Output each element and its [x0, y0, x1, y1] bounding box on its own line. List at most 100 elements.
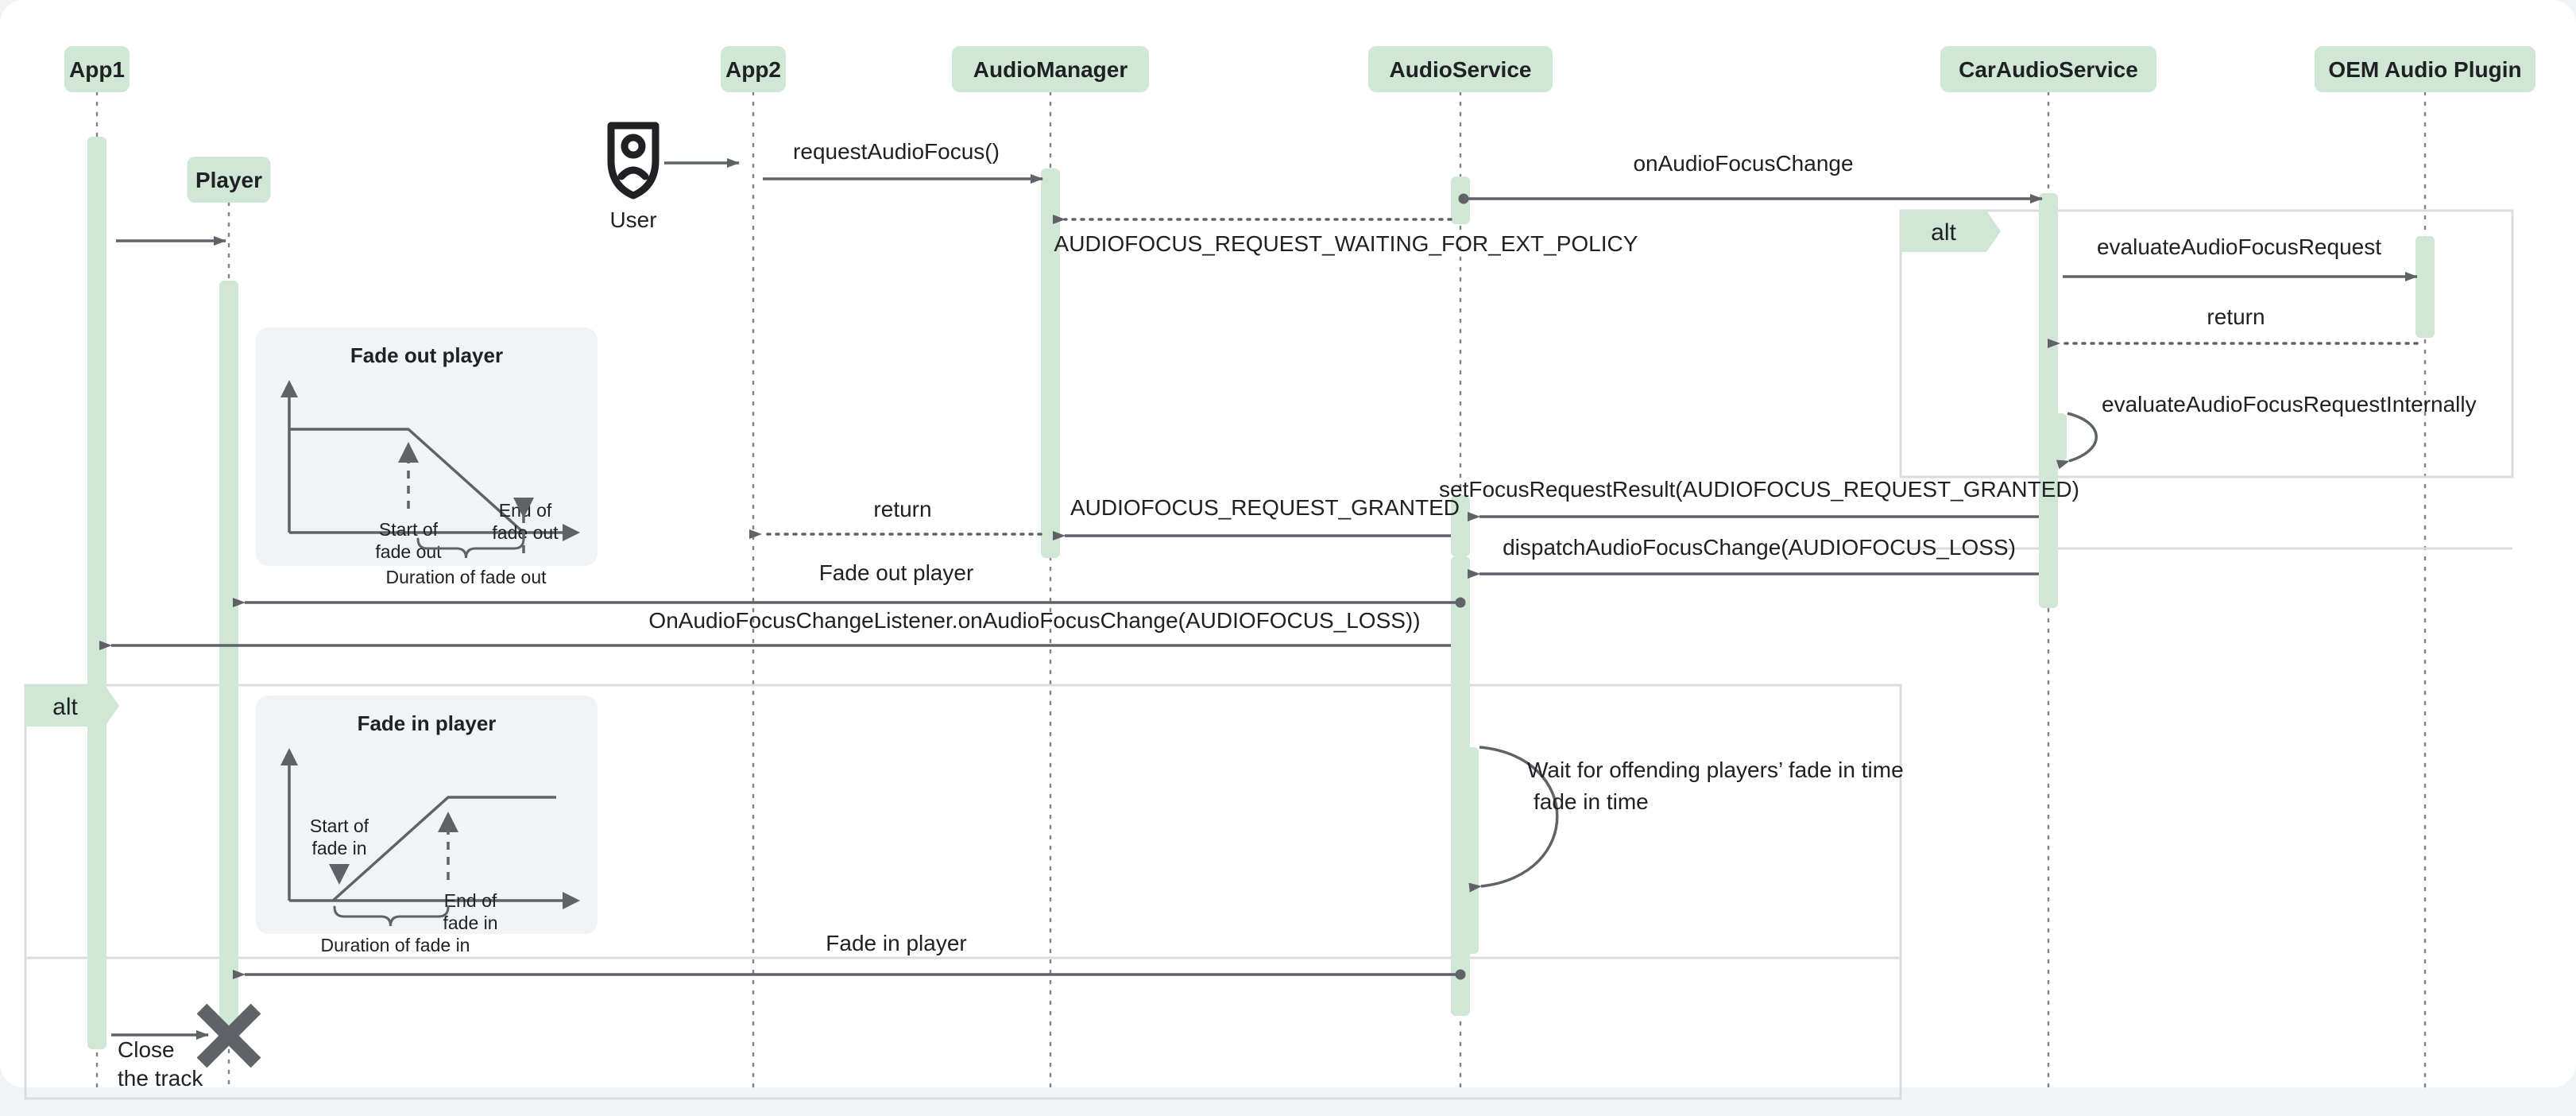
message-m-close: Close the track	[111, 1030, 209, 1091]
activation-bar-act-as-1	[1451, 176, 1470, 224]
participant-box-cas[interactable]	[1940, 46, 2156, 92]
message-m-eval: evaluateAudioFocusRequest	[2063, 234, 2418, 281]
inset-end-label-2: fade out	[492, 522, 559, 543]
message-label: Wait for offending players’ fade in time	[1527, 758, 1904, 782]
participant-oem[interactable]: OEM Audio Plugin	[2315, 46, 2535, 92]
user-shield-icon	[607, 122, 659, 200]
participant-cas[interactable]: CarAudioService	[1940, 46, 2156, 92]
message-label-line2: the track	[118, 1066, 203, 1091]
message-label: OnAudioFocusChangeListener.onAudioFocusC…	[648, 608, 1420, 633]
message-m-eval-ret: return	[2048, 304, 2419, 348]
participant-box-as[interactable]	[1368, 46, 1553, 92]
actor-label-user: User	[609, 207, 656, 232]
message-label: onAudioFocusChange	[1633, 151, 1853, 176]
message-label: AUDIOFOCUS_REQUEST_WAITING_FOR_EXT_POLIC…	[1054, 231, 1638, 256]
message-m-return-am: return	[749, 497, 1042, 539]
inset-title: Fade out player	[350, 343, 503, 367]
activation-bar-act-cas-self	[2049, 413, 2067, 461]
message-m-setresult: setFocusRequestResult(AUDIOFOCUS_REQUEST…	[1439, 477, 2079, 521]
participant-app1[interactable]: App1	[64, 46, 130, 92]
message-label: AUDIOFOCUS_REQUEST_GRANTED	[1070, 495, 1460, 520]
inset-end-label-2: fade in	[443, 913, 497, 933]
fragment-border	[24, 684, 1902, 1100]
inset-start-arrow	[398, 442, 419, 463]
participant-as[interactable]: AudioService	[1368, 46, 1553, 92]
inset-duration-label: Duration of fade in	[321, 935, 470, 955]
fragment-border	[1899, 209, 2514, 479]
participant-box-app1[interactable]	[64, 46, 130, 92]
message-m-fadein: Fade in player	[233, 931, 1466, 980]
activation-bar-act-app1	[87, 137, 106, 1049]
participant-player[interactable]: Player	[187, 157, 271, 203]
message-self-arrow	[1468, 746, 1559, 893]
inset-duration-brace	[416, 537, 525, 559]
destroy-marker-destroy-player	[196, 1003, 261, 1068]
inset-start-label-2: fade out	[375, 541, 442, 562]
participant-app2[interactable]: App2	[721, 46, 786, 92]
participant-box-oem[interactable]	[2315, 46, 2535, 92]
message-m-granted: AUDIOFOCUS_REQUEST_GRANTED	[1053, 495, 1460, 541]
participant-box-am[interactable]	[952, 46, 1149, 92]
activation-bar-act-oem	[2415, 236, 2435, 338]
participant-box-app2[interactable]	[721, 46, 786, 92]
inset-start-arrow	[329, 864, 350, 885]
activation-bar-act-am	[1041, 169, 1060, 558]
participant-label-oem: OEM Audio Plugin	[2328, 57, 2521, 82]
message-m-listener: OnAudioFocusChangeListener.onAudioFocusC…	[99, 608, 1451, 650]
inset-end-arrow	[438, 812, 458, 832]
participant-label-cas: CarAudioService	[1959, 57, 2138, 82]
inset-fade-curve	[331, 796, 556, 902]
message-label: setFocusRequestResult(AUDIOFOCUS_REQUEST…	[1439, 477, 2079, 502]
activation-bar-act-as-2	[1451, 495, 1470, 556]
participant-label-player: Player	[195, 168, 262, 192]
actor-user: User	[607, 122, 659, 232]
message-label: return	[2207, 304, 2265, 329]
message-label: Fade out player	[819, 560, 974, 585]
inset-title: Fade in player	[358, 711, 497, 735]
message-label-line2: fade in time	[1534, 789, 1649, 814]
inset-y-axis-arrow	[280, 380, 298, 397]
fragment-operator-tab	[1901, 211, 2001, 252]
inset-start-label-1: Start of	[310, 816, 369, 836]
inset-y-axis-arrow	[280, 748, 298, 765]
user-head-icon	[621, 134, 646, 159]
inset-x-axis-arrow	[563, 524, 580, 541]
participant-box-player[interactable]	[187, 157, 271, 203]
fragment-operator-label: alt	[52, 694, 78, 720]
message-m-waiting: AUDIOFOCUS_REQUEST_WAITING_FOR_EXT_POLIC…	[1053, 215, 1638, 256]
destroy-x-icon	[196, 1003, 261, 1068]
activation-bar-act-cas	[2039, 193, 2058, 608]
fragment-operator-label: alt	[1931, 219, 1956, 246]
participant-label-app1: App1	[69, 57, 125, 82]
message-label: dispatchAudioFocusChange(AUDIOFOCUS_LOSS…	[1503, 535, 2016, 560]
inset-end-label-1: End of	[444, 890, 497, 911]
participant-label-as: AudioService	[1390, 57, 1532, 82]
message-m-fadeout: Fade out player	[233, 560, 1466, 608]
message-m-onfocus: onAudioFocusChange	[1458, 151, 2043, 204]
diagram-surface	[0, 0, 2576, 1087]
message-m-req-focus: requestAudioFocus()	[763, 139, 1043, 184]
message-label: evaluateAudioFocusRequestInternally	[2102, 392, 2477, 417]
participant-label-app2: App2	[725, 57, 781, 82]
message-label: Close	[118, 1037, 175, 1062]
inset-start-label-2: fade in	[311, 838, 366, 858]
message-m-dispatch: dispatchAudioFocusChange(AUDIOFOCUS_LOSS…	[1468, 535, 2039, 579]
inset-end-arrow	[513, 498, 534, 518]
participant-label-am: AudioManager	[973, 57, 1128, 82]
activation-bar-act-as-self	[1461, 747, 1479, 954]
inset-fade-curve	[289, 428, 525, 534]
message-m-wait-self: Wait for offending players’ fade in time…	[1468, 746, 1904, 893]
message-label: requestAudioFocus()	[793, 139, 1000, 164]
message-label: Fade in player	[826, 931, 966, 955]
inset-start-label-1: Start of	[379, 519, 439, 540]
activation-bar-act-player	[219, 281, 238, 1026]
user-body-icon	[617, 166, 649, 180]
fragment-alt-frag-alt-right: alt	[1899, 209, 2514, 550]
participant-am[interactable]: AudioManager	[952, 46, 1149, 92]
message-label: evaluateAudioFocusRequest	[2097, 234, 2381, 259]
